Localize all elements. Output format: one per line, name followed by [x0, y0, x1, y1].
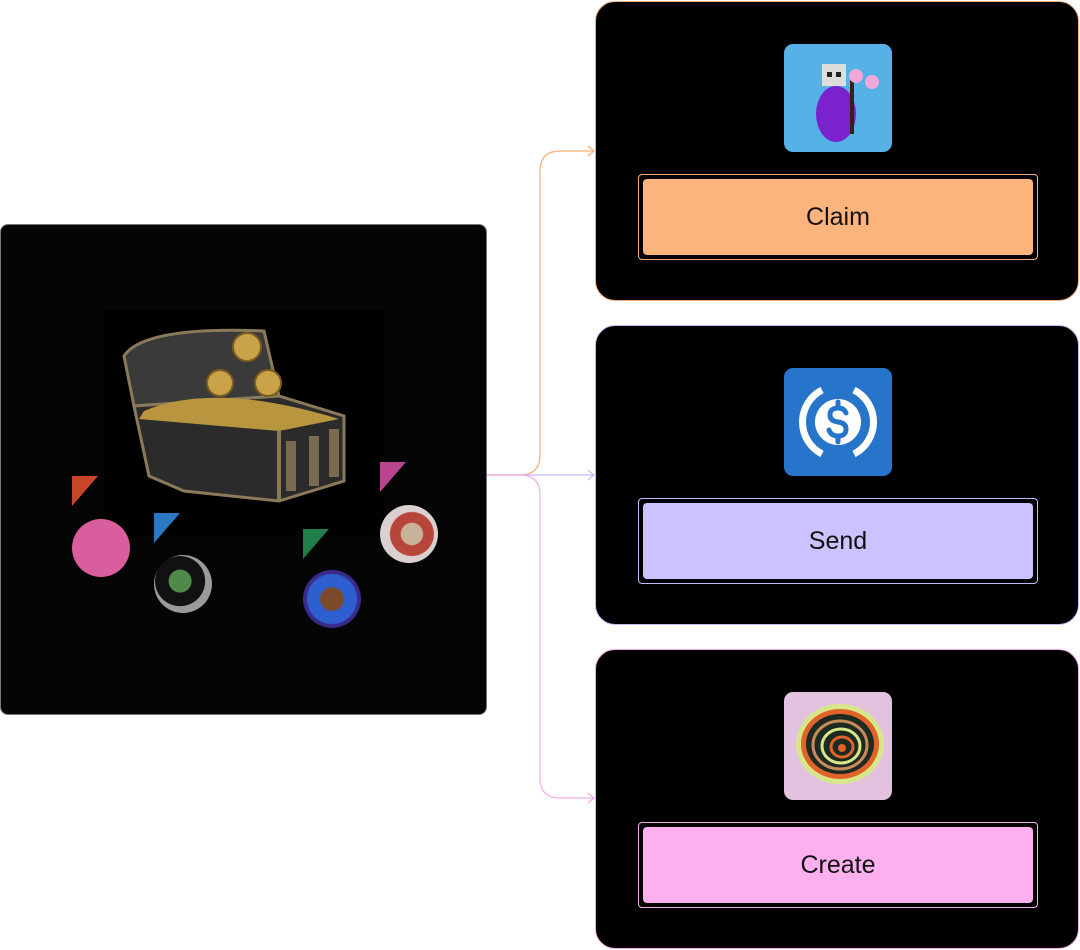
cursor-blue-icon	[154, 513, 180, 543]
claim-card: Claim	[595, 1, 1079, 301]
usdc-icon	[784, 368, 892, 476]
avatar-green-character	[154, 555, 212, 613]
cursor-orange-icon	[72, 476, 98, 506]
cursor-magenta-icon	[380, 462, 406, 492]
treasure-chest-image	[104, 311, 384, 536]
avatar-pink	[72, 519, 130, 577]
arrowhead-claim	[587, 145, 595, 157]
claim-button[interactable]: Claim	[643, 179, 1033, 255]
send-button[interactable]: Send	[643, 503, 1033, 579]
arrowhead-create	[587, 792, 595, 804]
cursor-green-icon	[303, 529, 329, 559]
arrowhead-send	[587, 469, 595, 481]
connector-create	[486, 474, 594, 799]
create-card: Create	[595, 649, 1079, 949]
generative-art-nft-icon	[784, 692, 892, 800]
connector-claim	[486, 150, 594, 476]
avatar-flower	[303, 570, 361, 628]
send-card: Send	[595, 325, 1079, 625]
treasure-panel	[0, 224, 487, 715]
create-button[interactable]: Create	[643, 827, 1033, 903]
pixel-character-nft-icon	[784, 44, 892, 152]
avatar-red-hair-character	[380, 505, 438, 563]
